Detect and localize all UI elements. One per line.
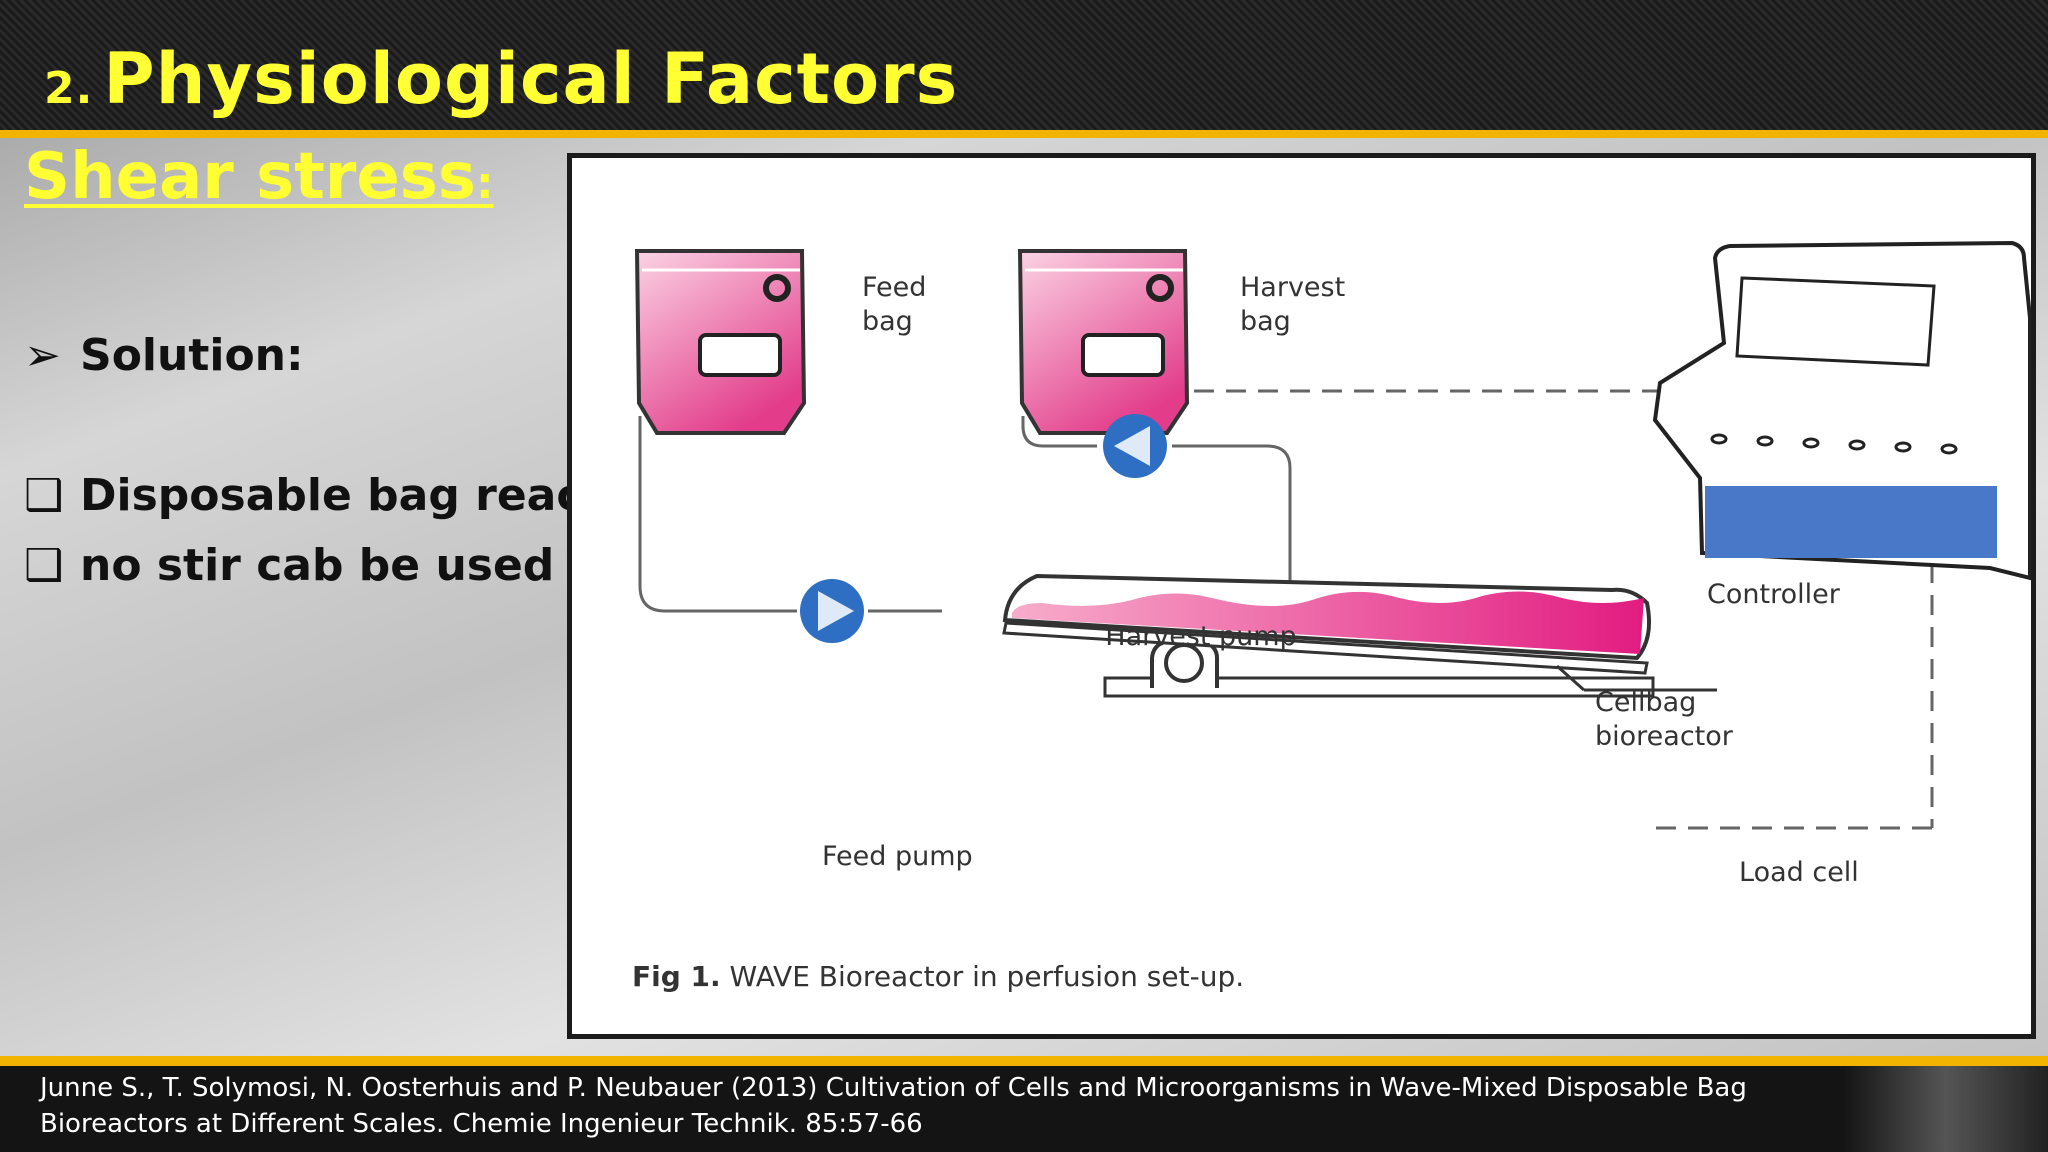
label-controller: Controller: [1707, 579, 1841, 610]
subtitle-text: Shear stress: [24, 140, 476, 214]
slide-title: 2.Physiological Factors: [44, 38, 958, 120]
harvest-pump-icon: [1103, 414, 1167, 478]
figure-caption: Fig 1. WAVE Bioreactor in perfusion set-…: [632, 960, 1244, 993]
bioreactor-diagram: Feed bag Harvest bag Controller Harvest …: [632, 240, 2031, 993]
label-cellbag-line1: Cellbag: [1595, 687, 1696, 718]
pump-control-line: [1133, 389, 1702, 428]
bullet-no-stir: ❑ no stir cab be used: [24, 540, 554, 591]
label-feed-pump: Feed pump: [822, 841, 973, 872]
checkbox-bullet-icon: ❑: [24, 540, 64, 591]
controller-blue-panel: [1705, 486, 1997, 558]
controller: [1652, 240, 2031, 581]
cellbag-bioreactor: [1002, 573, 1717, 698]
feed-pump-icon: [800, 579, 864, 643]
feed-bag: [634, 249, 807, 435]
title-bar: [0, 0, 2048, 130]
rocker-base: [1103, 676, 1655, 698]
tubing: [638, 416, 1292, 641]
slide-title-number: 2.: [44, 63, 94, 114]
bullet-text: no stir cab be used: [80, 540, 555, 591]
footer-accent-line: [0, 1056, 2048, 1066]
harvest-bag: [1017, 249, 1190, 435]
slide-title-text: Physiological Factors: [103, 38, 959, 120]
label-harvest-bag-line1: Harvest: [1240, 272, 1345, 303]
label-cellbag-line2: bioreactor: [1595, 721, 1734, 752]
bullet-solution: ➢ Solution:: [24, 330, 304, 381]
label-harvest-pump: Harvest pump: [1105, 621, 1296, 652]
bioreactor-figure: Feed bag Harvest bag Controller Harvest …: [567, 153, 2036, 1039]
slide-subtitle: Shear stress:: [24, 140, 494, 214]
feed-tube: [638, 416, 797, 613]
label-feed-bag-line2: bag: [862, 306, 913, 337]
citation-text: Junne S., T. Solymosi, N. Oosterhuis and…: [40, 1073, 1747, 1139]
rocker-platform: [1002, 621, 1649, 675]
arrow-bullet-icon: ➢: [24, 330, 61, 381]
harvest-tube-out: [1172, 444, 1292, 641]
label-load-cell: Load cell: [1739, 857, 1859, 888]
label-feed-bag-line1: Feed: [862, 272, 926, 303]
caption-text: WAVE Bioreactor in perfusion set-up.: [721, 960, 1244, 993]
bullet-text: Solution:: [80, 330, 304, 381]
controller-buttons: [1710, 433, 1958, 455]
label-harvest-bag-line2: bag: [1240, 306, 1291, 337]
subtitle-colon: :: [475, 158, 494, 209]
title-bar-accent-line: [0, 130, 2048, 138]
footer-bar: [0, 1056, 2048, 1152]
harvest-tube-in: [1021, 416, 1097, 448]
checkbox-bullet-icon: ❑: [24, 470, 64, 521]
diagram-labels: Feed bag Harvest bag Controller Harvest …: [822, 272, 1859, 888]
caption-prefix: Fig 1.: [632, 960, 721, 993]
